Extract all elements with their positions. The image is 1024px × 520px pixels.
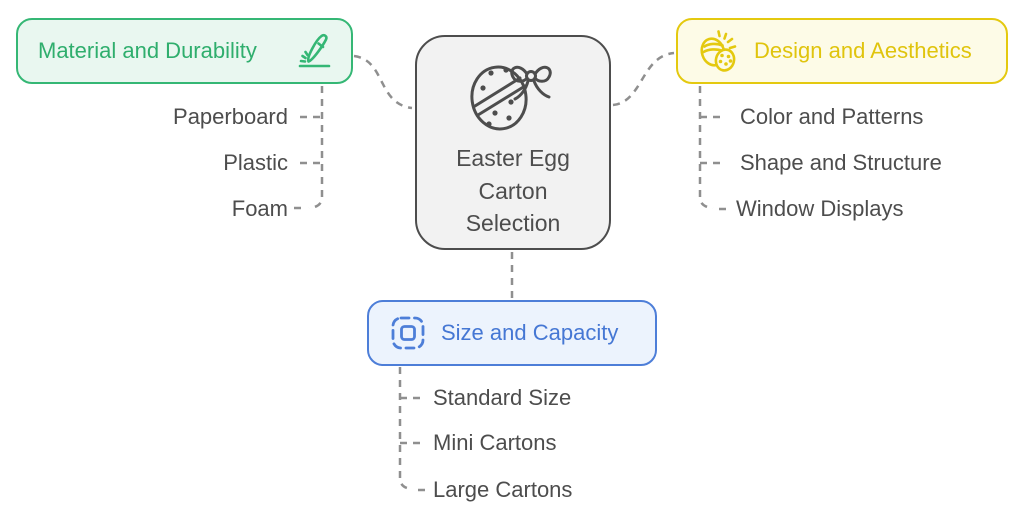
child-item-color-and-patterns[interactable]: Color and Patterns — [740, 104, 924, 129]
easter-egg-with-bow-icon — [463, 55, 563, 138]
central-node[interactable]: Easter Egg Carton Selection — [415, 35, 611, 250]
decorated-eggs-sparkle-icon — [696, 27, 742, 75]
connector-central-to-design — [612, 51, 675, 107]
child-item-large-cartons[interactable]: Large Cartons — [433, 477, 573, 502]
branch-label: Material and Durability — [38, 38, 257, 63]
connector-design-spine — [698, 86, 714, 210]
connector-size-spine — [398, 367, 413, 491]
child-item-paperboard[interactable]: Paperboard — [173, 104, 288, 129]
branch-node-size-and-capacity[interactable]: Size and Capacity — [367, 300, 657, 366]
branch-node-material-and-durability[interactable]: Material and Durability — [16, 18, 353, 84]
branch-label: Size and Capacity — [441, 320, 619, 345]
child-item-foam[interactable]: Foam — [231, 196, 288, 221]
craft-pen-icon — [293, 29, 335, 73]
central-node-title: Easter Egg Carton Selection — [456, 145, 570, 237]
child-item-standard-size[interactable]: Standard Size — [433, 385, 572, 410]
child-item-shape-and-structure[interactable]: Shape and Structure — [740, 150, 942, 175]
child-item-mini-cartons[interactable]: Mini Cartons — [433, 430, 557, 455]
crop-frame-icon — [387, 312, 429, 354]
branch-label: Design and Aesthetics — [754, 38, 972, 63]
branch-node-design-and-aesthetics[interactable]: Design and Aesthetics — [676, 18, 1008, 84]
connector-central-to-material — [353, 54, 413, 110]
child-item-plastic[interactable]: Plastic — [223, 150, 288, 175]
connector-material-spine — [308, 86, 324, 210]
child-item-window-displays[interactable]: Window Displays — [736, 196, 904, 221]
